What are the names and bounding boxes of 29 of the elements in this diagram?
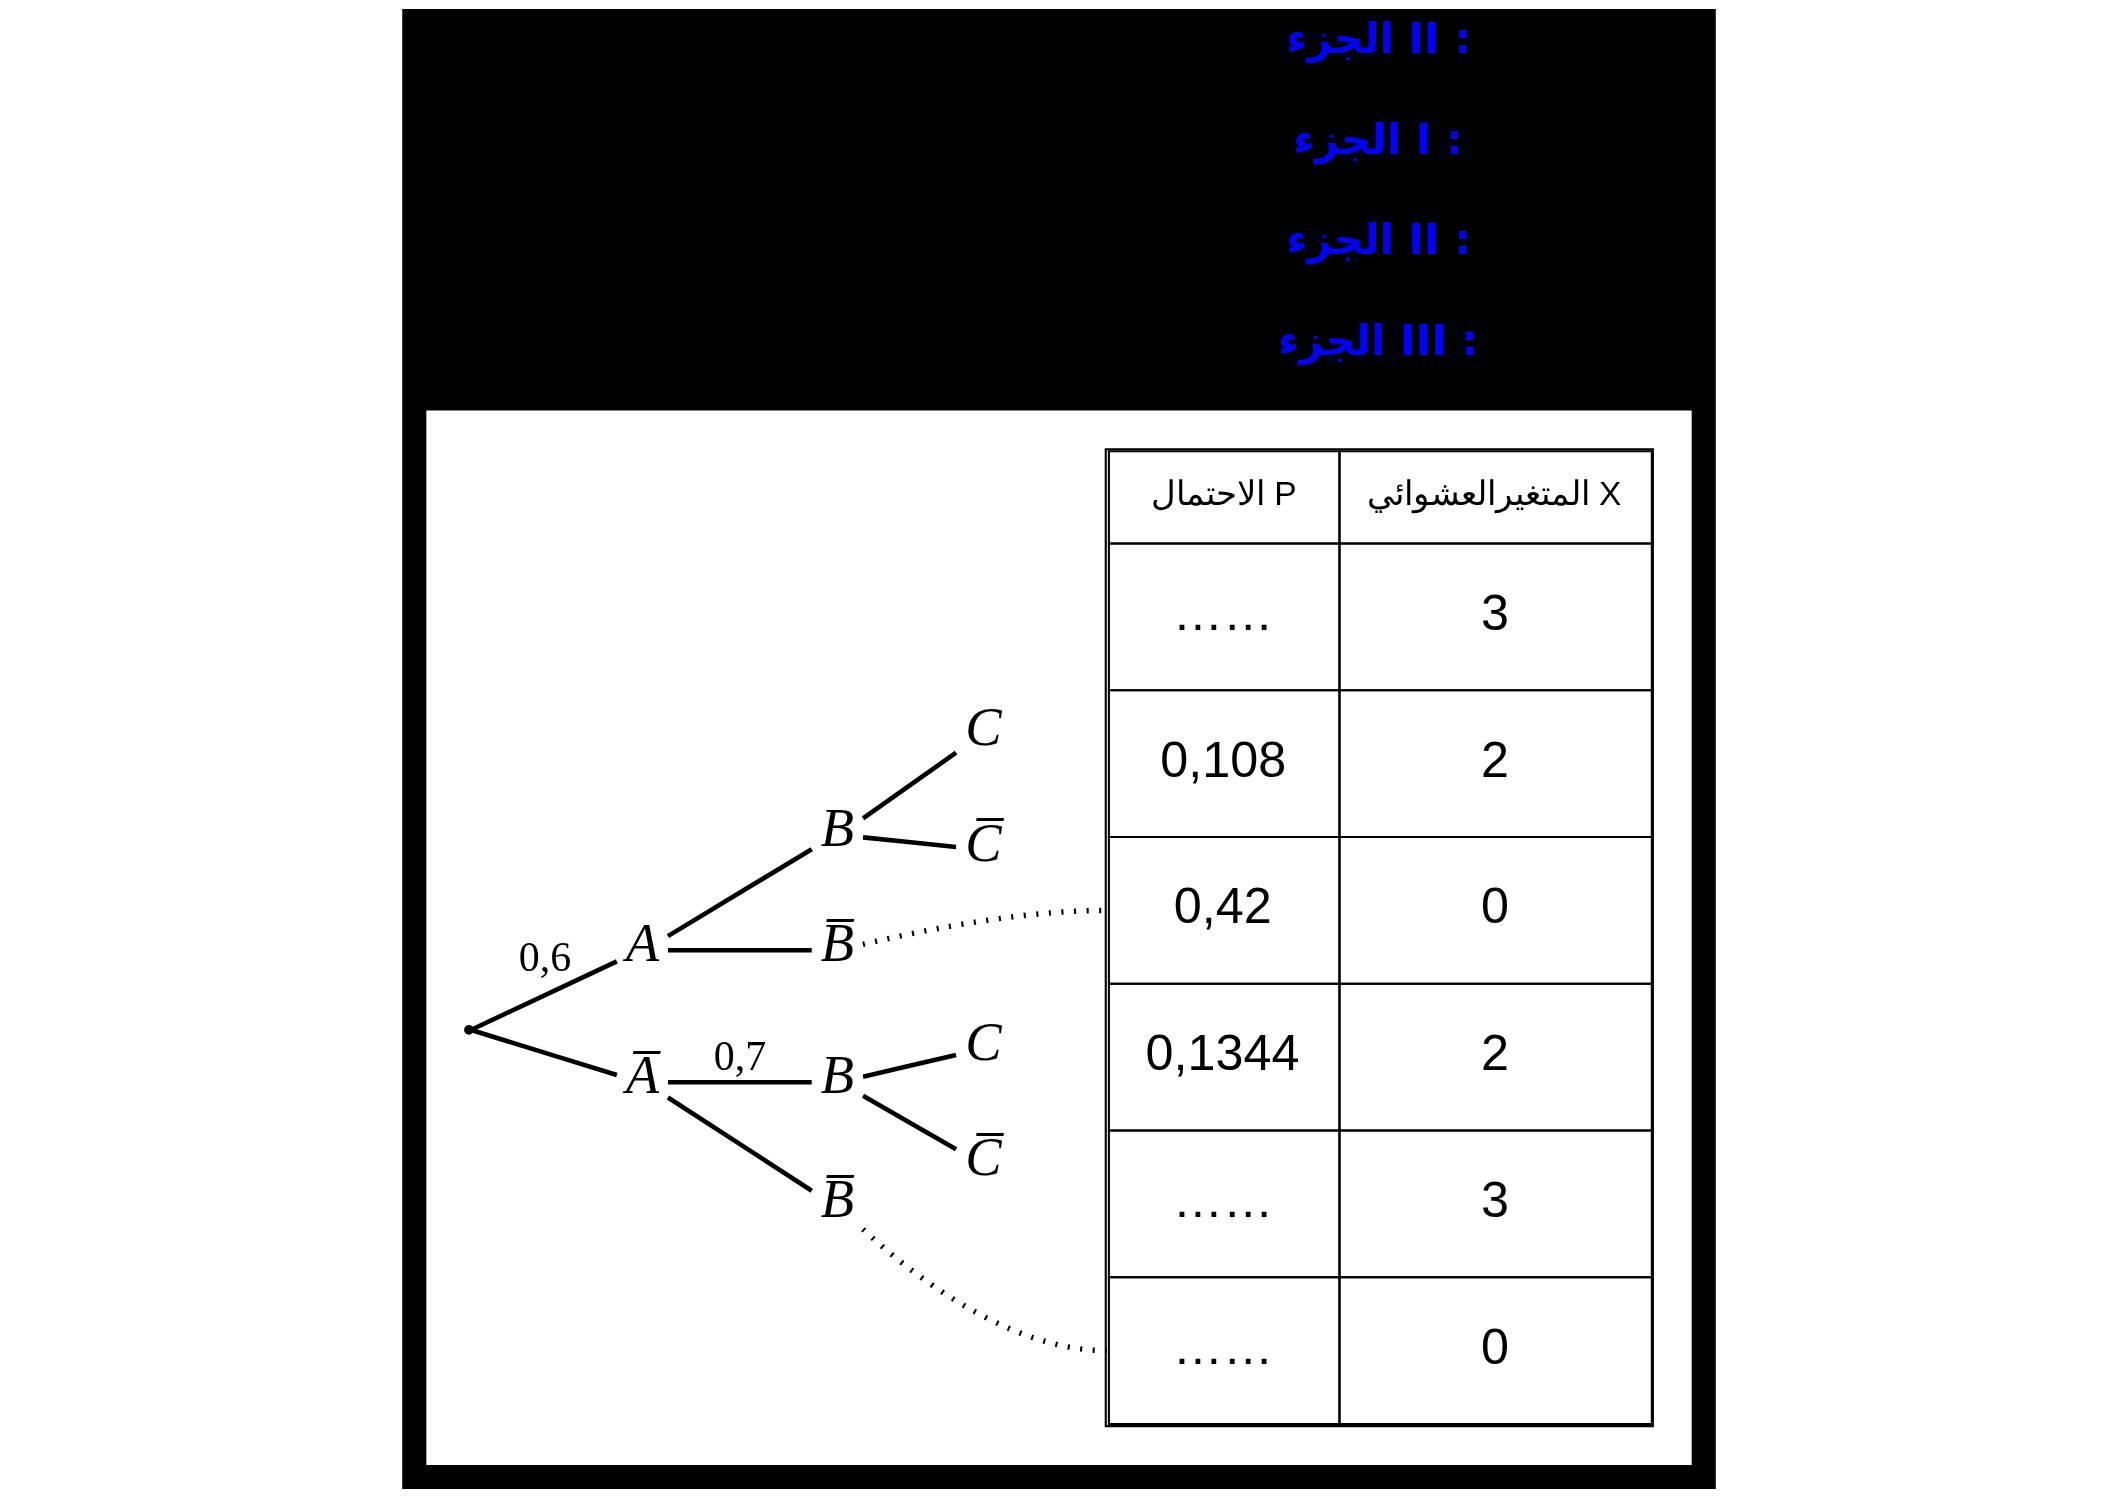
- node-text: A̅: [625, 1043, 659, 1105]
- node-text: C: [964, 1010, 1002, 1072]
- edge-label: 0,7: [713, 1032, 766, 1079]
- connector: [862, 1052, 957, 1079]
- label: الجزء III :: [1277, 315, 1478, 365]
- connector: [471, 958, 618, 1031]
- node-text: C̅: [964, 1125, 1002, 1187]
- label: الجزء II :: [1285, 214, 1471, 264]
- cluster: [425, 409, 1692, 1465]
- node-text: B̅: [820, 911, 854, 973]
- node-text: C̅: [964, 811, 1002, 873]
- node-text: B: [820, 1043, 854, 1105]
- connector: [666, 1095, 813, 1193]
- node-text: C: [964, 695, 1002, 757]
- connector: [471, 1027, 617, 1077]
- connector: [667, 947, 812, 953]
- connector: [666, 846, 813, 938]
- edge-label: 0,6: [518, 933, 571, 980]
- connector: [667, 1079, 812, 1085]
- label: الجزء I :: [1292, 114, 1463, 164]
- node-text: B̅: [820, 1167, 854, 1229]
- label: الجزء II :: [1285, 13, 1471, 63]
- connector: [861, 1093, 957, 1151]
- connector: [860, 1226, 1107, 1353]
- node-text: A: [625, 911, 659, 973]
- connector: [862, 834, 956, 849]
- node-point: [463, 1024, 474, 1035]
- connector: [861, 750, 957, 820]
- node-text: B: [820, 796, 854, 858]
